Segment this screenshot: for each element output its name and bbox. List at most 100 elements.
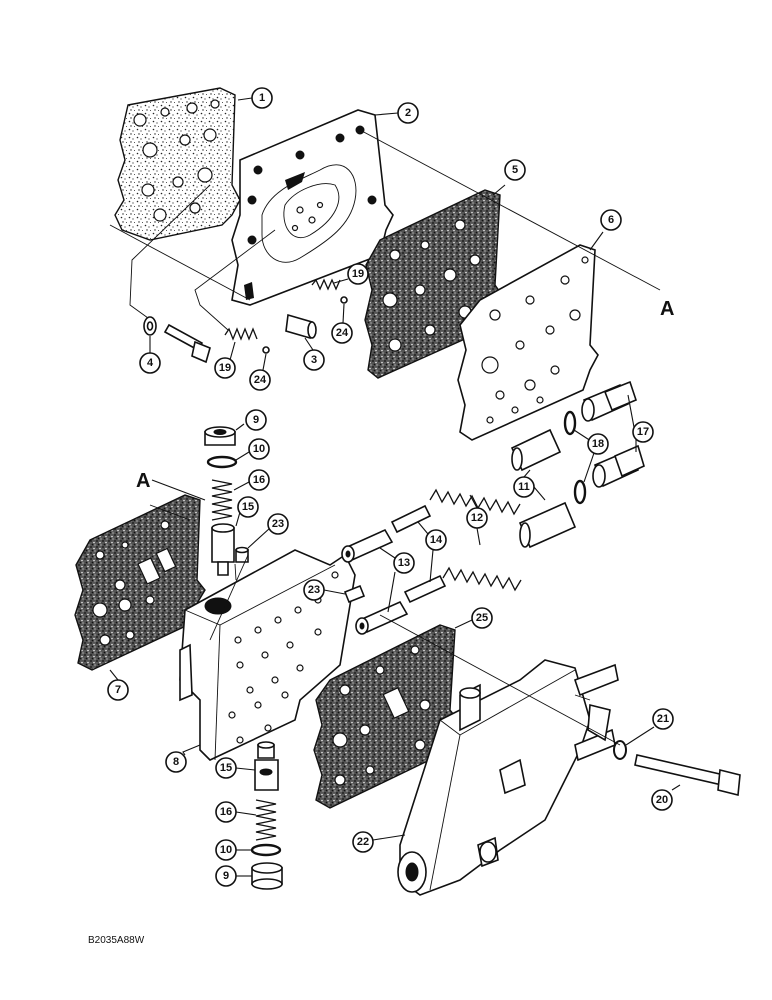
callout-15-upper: 15 — [237, 496, 259, 518]
svg-text:3: 3 — [311, 354, 317, 366]
callout-11: 11 — [513, 476, 535, 498]
svg-text:25: 25 — [476, 612, 488, 624]
part-2-separator-plate — [231, 109, 394, 306]
part-18-seal-upper — [563, 410, 577, 436]
svg-text:16: 16 — [220, 806, 232, 818]
callout-1: 1 — [251, 87, 273, 109]
part-8-valve-body — [179, 549, 356, 761]
callout-24-lower: 24 — [249, 369, 271, 391]
svg-text:23: 23 — [272, 518, 284, 530]
part-17-fitting-lower — [592, 444, 645, 488]
callout-16-upper: 16 — [248, 469, 270, 491]
part-9-plug-lower — [251, 862, 283, 890]
callout-25: 25 — [471, 607, 493, 629]
callout-23-upper: 23 — [267, 513, 289, 535]
callout-19-lower: 19 — [214, 357, 236, 379]
svg-text:22: 22 — [357, 836, 369, 848]
callout-9-lower: 9 — [215, 865, 237, 887]
part-20-bolt — [634, 754, 741, 797]
svg-text:24: 24 — [336, 327, 349, 339]
part-10-oring-lower — [250, 843, 282, 857]
part-19-spring-lower — [224, 327, 270, 354]
part-17-fitting-upper — [581, 380, 637, 422]
svg-text:19: 19 — [352, 268, 364, 280]
part-3-plug — [285, 313, 317, 340]
part-16-spring-lower — [255, 799, 277, 841]
callout-24-upper: 24 — [331, 322, 353, 344]
part-11-sleeve-lower — [518, 501, 577, 549]
part-22-housing — [397, 659, 619, 896]
svg-text:6: 6 — [608, 214, 614, 226]
part-15-valve-upper — [211, 523, 235, 576]
callout-23-lower: 23 — [303, 579, 325, 601]
part-15-valve-lower — [254, 741, 279, 791]
svg-text:2: 2 — [405, 107, 411, 119]
svg-text:11: 11 — [518, 481, 530, 493]
callout-20: 20 — [651, 789, 673, 811]
callout-19-upper: 19 — [347, 263, 369, 285]
svg-text:9: 9 — [253, 414, 259, 426]
svg-text:15: 15 — [220, 762, 232, 774]
callout-10-lower: 10 — [215, 839, 237, 861]
reference-letter-a-top: A — [660, 298, 674, 320]
reference-letter-a-bottom: A — [136, 470, 150, 492]
svg-text:17: 17 — [637, 426, 649, 438]
svg-text:10: 10 — [220, 844, 232, 856]
callout-13: 13 — [393, 552, 415, 574]
svg-text:8: 8 — [173, 756, 179, 768]
part-9-plug-upper — [204, 426, 236, 446]
callout-6: 6 — [600, 209, 622, 231]
svg-text:19: 19 — [219, 362, 231, 374]
callout-2: 2 — [397, 102, 419, 124]
part-4-bolt — [143, 316, 211, 364]
part-21-washer — [613, 740, 627, 760]
svg-text:4: 4 — [147, 357, 154, 369]
svg-text:10: 10 — [253, 443, 265, 455]
part-14-pin-upper — [390, 504, 432, 534]
callout-12: 12 — [466, 507, 488, 529]
svg-text:20: 20 — [656, 794, 668, 806]
svg-text:16: 16 — [253, 474, 265, 486]
callout-7: 7 — [107, 679, 129, 701]
part-10-oring-upper — [206, 455, 238, 469]
part-13-spool-lower — [355, 600, 409, 635]
part-7-gasket — [74, 494, 206, 671]
callout-21: 21 — [652, 708, 674, 730]
svg-text:24: 24 — [254, 374, 267, 386]
callout-14: 14 — [425, 529, 447, 551]
figure-code: B2035A88W — [88, 935, 145, 946]
svg-text:1: 1 — [259, 92, 265, 104]
part-1-gasket — [114, 87, 241, 241]
callout-18: 18 — [587, 433, 609, 455]
part-16-spring-upper — [211, 479, 233, 521]
callout-16-lower: 16 — [215, 801, 237, 823]
callout-10-upper: 10 — [248, 438, 270, 460]
svg-text:15: 15 — [242, 501, 254, 513]
callout-22: 22 — [352, 831, 374, 853]
svg-text:23: 23 — [308, 584, 320, 596]
svg-text:5: 5 — [512, 164, 518, 176]
callout-17: 17 — [632, 421, 654, 443]
part-23-plug-upper — [235, 546, 249, 563]
callout-15-lower: 15 — [215, 757, 237, 779]
part-6-plate — [457, 244, 599, 441]
part-11-sleeve-upper — [510, 428, 562, 472]
svg-text:14: 14 — [430, 534, 443, 546]
part-19-spring-upper — [311, 278, 348, 304]
callout-4: 4 — [139, 352, 161, 374]
part-14-pin-lower — [403, 574, 447, 604]
svg-text:9: 9 — [223, 870, 229, 882]
part-18-seal-lower — [573, 479, 587, 505]
part-12-spring-upper — [429, 488, 521, 516]
callout-9-upper: 9 — [245, 409, 267, 431]
svg-text:7: 7 — [115, 684, 121, 696]
part-23-plug-lower — [343, 584, 366, 604]
part-25-gasket — [313, 624, 459, 809]
part-12-spring-lower — [442, 566, 522, 592]
svg-text:13: 13 — [398, 557, 410, 569]
callout-3: 3 — [303, 349, 325, 371]
svg-text:21: 21 — [657, 713, 669, 725]
svg-text:12: 12 — [471, 512, 483, 524]
